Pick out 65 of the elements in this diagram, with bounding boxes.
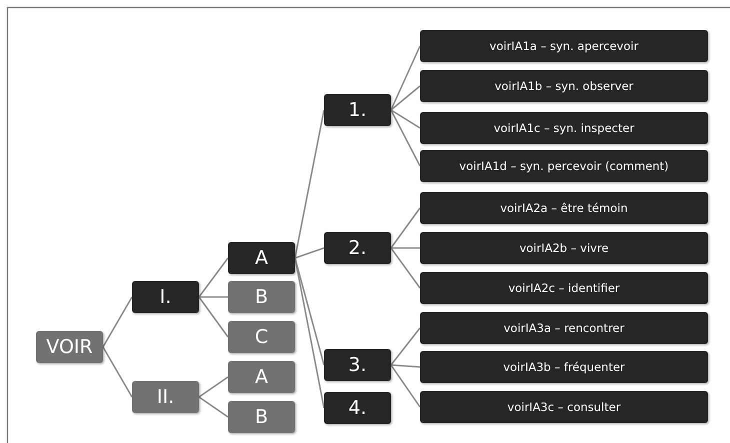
- branch-box: [324, 392, 391, 424]
- sense-box: [420, 312, 708, 344]
- branch-box: [228, 242, 295, 274]
- sense-box: [420, 272, 708, 304]
- node-label: voirIA1d – syn. percevoir (comment): [459, 159, 669, 173]
- connector-line: [390, 364, 421, 408]
- sense-box: [420, 391, 708, 423]
- node-label: 3.: [348, 354, 367, 376]
- connector-line: [198, 296, 229, 338]
- connector-line: [102, 296, 133, 348]
- sense-box: [420, 351, 708, 383]
- sense-box: [420, 150, 708, 182]
- sense-box: [420, 192, 708, 224]
- node-label: 4.: [348, 397, 367, 419]
- node-label: I.: [160, 286, 172, 308]
- branch-box: [228, 321, 295, 353]
- node-label: 1.: [348, 99, 367, 121]
- node-label: voirIA1a – syn. apercevoir: [490, 39, 638, 53]
- branch-box: [228, 401, 295, 433]
- connector-line: [294, 258, 325, 408]
- connector-line: [390, 208, 421, 248]
- connector-line: [294, 258, 325, 366]
- node-label: C: [254, 326, 268, 348]
- node-label: B: [254, 406, 268, 428]
- connector-line: [198, 258, 229, 298]
- connector-line: [198, 396, 228, 418]
- branch-box: [324, 349, 391, 381]
- node-label: voirIA3a – rencontrer: [504, 321, 624, 335]
- branch-box: [324, 232, 391, 264]
- connector-line: [294, 110, 325, 258]
- connector-line: [390, 110, 421, 166]
- node-label: voirIA1c – syn. inspecter: [494, 121, 634, 135]
- connector-line: [390, 85, 420, 111]
- branch-box: [36, 331, 103, 363]
- connector-line: [102, 346, 133, 398]
- node-label: A: [255, 366, 268, 388]
- connector-line: [390, 364, 420, 368]
- connector-line: [294, 247, 324, 259]
- node-label: VOIR: [46, 336, 93, 358]
- branch-box: [132, 381, 199, 413]
- branch-box: [324, 94, 391, 126]
- node-label: voirIA3b – fréquenter: [503, 360, 625, 374]
- node-label: 2.: [348, 237, 367, 259]
- connector-line: [390, 328, 421, 366]
- node-label: voirIA2a – être témoin: [500, 201, 628, 215]
- sense-box: [420, 30, 708, 62]
- connector-line: [199, 296, 228, 298]
- node-label: B: [254, 286, 268, 308]
- branch-box: [228, 281, 295, 313]
- node-label: voirIA2b – vivre: [519, 241, 609, 255]
- connector-line: [390, 248, 421, 288]
- connector-line: [390, 46, 421, 110]
- node-label: voirIA1b – syn. observer: [494, 79, 634, 93]
- branch-box: [132, 281, 199, 313]
- sense-box: [420, 70, 708, 102]
- node-label: II.: [156, 386, 174, 408]
- sense-box: [420, 232, 708, 264]
- connector-line: [390, 109, 420, 129]
- connector-line: [391, 247, 420, 249]
- branch-box: [228, 361, 295, 393]
- connector-line: [198, 376, 228, 398]
- node-label: voirIA2c – identifier: [508, 281, 620, 295]
- sense-box: [420, 112, 708, 144]
- node-label: voirIA3c – consulter: [507, 400, 621, 414]
- node-label: A: [255, 247, 268, 269]
